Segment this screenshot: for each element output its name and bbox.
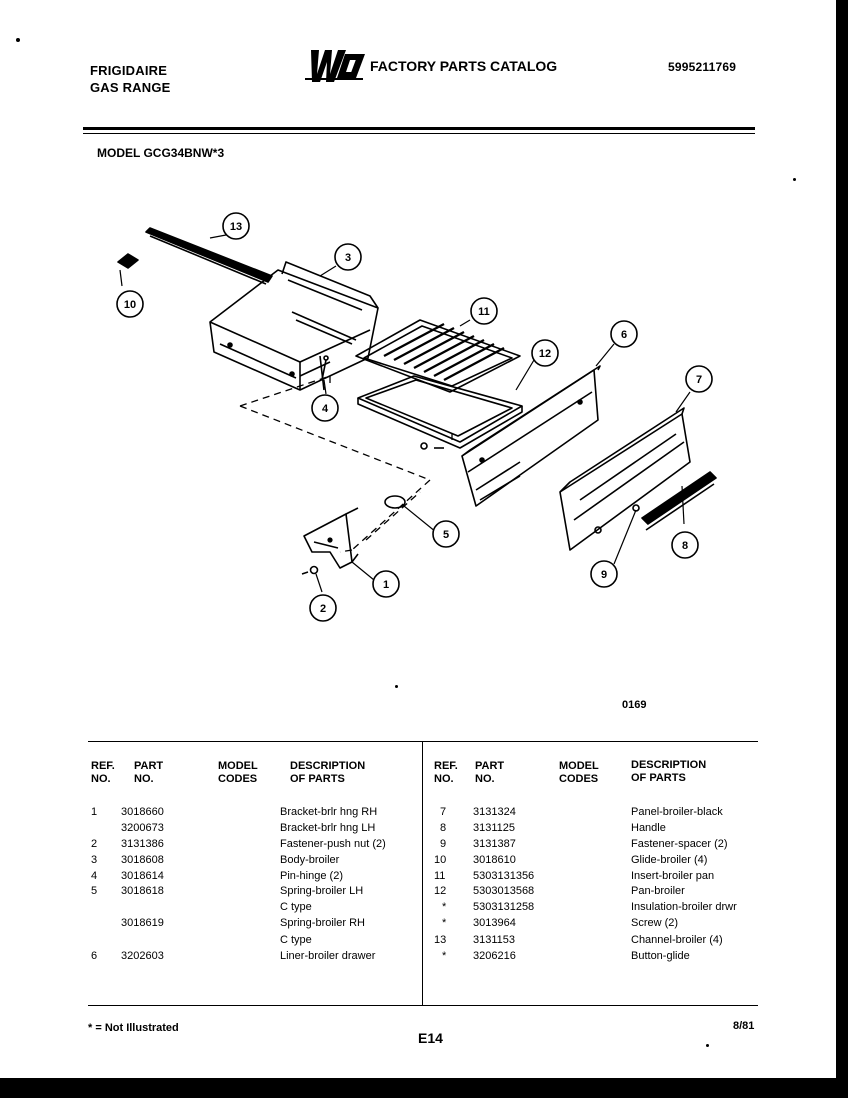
- part-spring-broiler: [384, 495, 406, 509]
- callout-12: [531, 339, 559, 367]
- scan-border-right: [836, 0, 848, 1098]
- part-liner-broiler-drawer: [461, 365, 601, 507]
- callout-7: [685, 365, 713, 393]
- callout-label: 1: [383, 579, 389, 591]
- part-pin-hinge: [321, 355, 329, 381]
- not-illustrated-note: * = Not Illustrated: [88, 1022, 179, 1034]
- model-number: MODEL GCG34BNW*3: [97, 146, 225, 160]
- part-bracket-broiler-hinge: [303, 507, 359, 569]
- part-handle: [641, 471, 717, 531]
- figure-code: 0169: [622, 699, 647, 711]
- table-bottom-rule: [88, 1005, 758, 1006]
- part-glide-broiler: [117, 253, 139, 269]
- catalog-title: FACTORY PARTS CATALOG: [370, 58, 558, 74]
- exploded-parts-diagram: 13 3 10 11 12 6 7 4 5 8 9 1 2: [116, 212, 717, 622]
- scan-border-bottom: [0, 1078, 848, 1098]
- callout-2: [309, 594, 337, 622]
- scan-speck: [16, 38, 20, 42]
- wci-logo: [305, 48, 367, 89]
- drawer-outline-dashed: [239, 375, 453, 553]
- part-insert-broiler-pan: [355, 319, 521, 393]
- callout-1: [372, 570, 400, 598]
- callout-label: 11: [478, 306, 490, 318]
- callout-4: [311, 394, 339, 422]
- callout-3: [334, 243, 362, 271]
- part-fastener-push-nut: [301, 565, 319, 575]
- part-channel-broiler: [145, 227, 273, 285]
- table-top-rule: [88, 741, 758, 742]
- callout-label: 7: [696, 374, 702, 386]
- callout-label: 3: [345, 252, 351, 264]
- brand-name: FRIGIDAIRE: [90, 63, 168, 78]
- header-rule-thin: [83, 133, 755, 134]
- header-ref-no: REF.NO.: [91, 760, 115, 785]
- header-rule: [83, 127, 755, 130]
- callout-label: 2: [320, 603, 326, 615]
- callout-label: 4: [322, 403, 329, 415]
- scan-speck: [793, 178, 796, 181]
- callout-circles: [116, 212, 713, 622]
- product-type: GAS RANGE: [90, 80, 171, 95]
- date-code: 8/81: [733, 1020, 755, 1032]
- callout-11: [470, 297, 498, 325]
- scan-speck: [706, 1044, 709, 1047]
- callout-label: 12: [539, 348, 551, 360]
- part-body-broiler: [209, 261, 379, 391]
- part-panel-broiler: [559, 407, 691, 551]
- callout-6: [610, 320, 638, 348]
- callout-label: 8: [682, 540, 688, 552]
- page-code: E14: [418, 1030, 443, 1046]
- callout-5: [432, 520, 460, 548]
- callout-10: [116, 290, 144, 318]
- callout-label: 5: [443, 529, 449, 541]
- callout-label: 9: [601, 569, 607, 581]
- part-pan-broiler: [357, 375, 523, 449]
- brand-block: FRIGIDAIRE GAS RANGE: [90, 62, 171, 96]
- callout-label: 10: [124, 299, 136, 311]
- callout-8: [671, 531, 699, 559]
- table-column-divider: [422, 742, 423, 1005]
- part-screw: [420, 442, 444, 450]
- callout-label: 6: [621, 329, 627, 341]
- callout-13: [222, 212, 250, 240]
- callout-9: [590, 560, 618, 588]
- leader-lines: [119, 234, 691, 593]
- catalog-number: 5995211769: [668, 60, 737, 74]
- scan-speck: [395, 685, 398, 688]
- callout-label: 13: [230, 221, 242, 233]
- header-ref-no: REF.NO.: [434, 760, 458, 785]
